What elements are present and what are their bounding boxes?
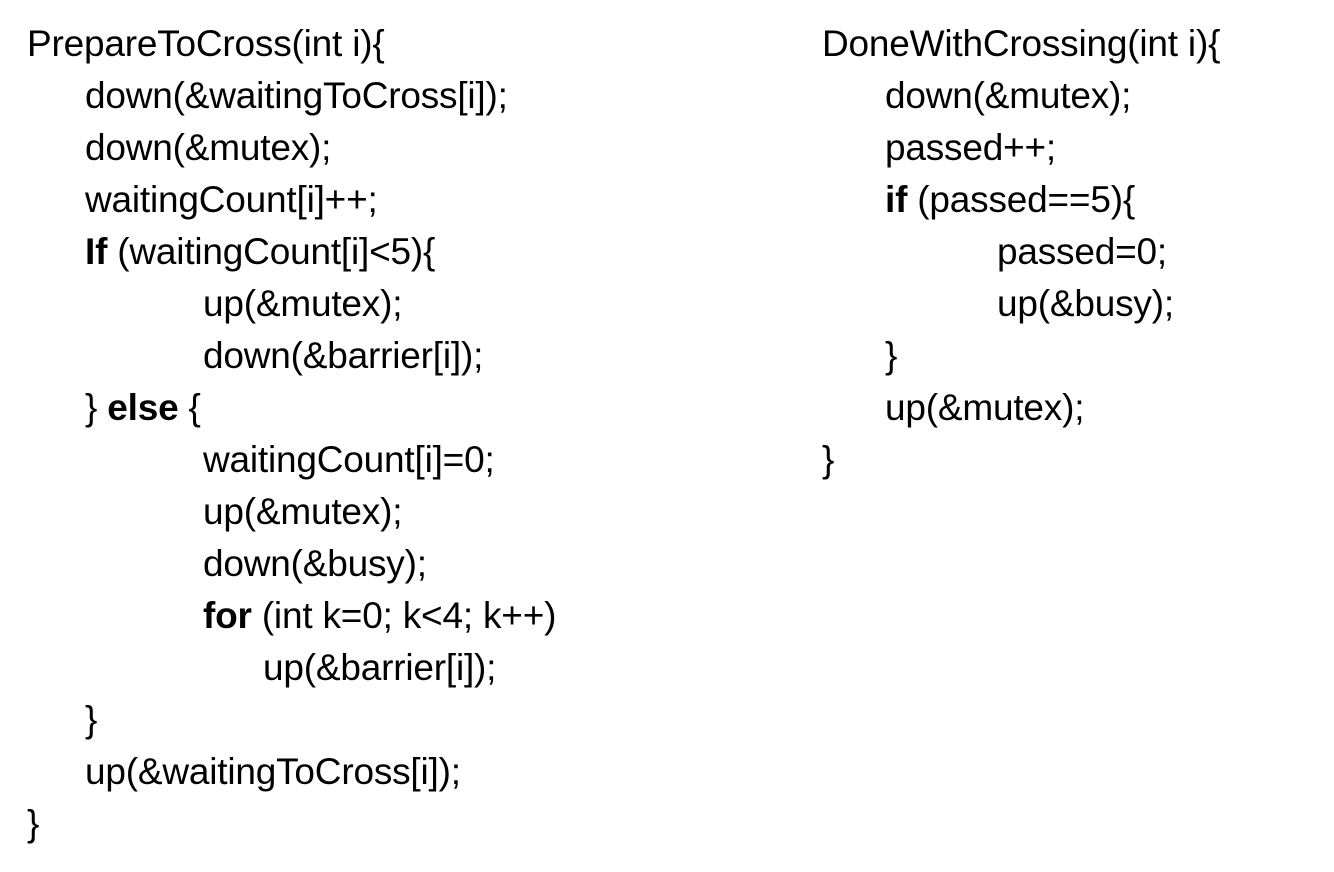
code-text: up(&busy); xyxy=(997,283,1174,324)
code-text: (waitingCount[i]<5){ xyxy=(107,231,436,272)
code-text: down(&mutex); xyxy=(85,127,332,168)
code-text: } xyxy=(27,803,40,844)
code-line: PrepareToCross(int i){ xyxy=(0,18,556,70)
code-text: } xyxy=(822,439,835,480)
code-line: waitingCount[i]++; xyxy=(0,174,556,226)
code-line: waitingCount[i]=0; xyxy=(0,434,556,486)
code-line: up(&mutex); xyxy=(0,278,556,330)
code-text: up(&waitingToCross[i]); xyxy=(85,751,461,792)
code-keyword: for xyxy=(203,595,252,636)
code-line: down(&mutex); xyxy=(0,122,556,174)
code-line: If (waitingCount[i]<5){ xyxy=(0,226,556,278)
code-line: up(&waitingToCross[i]); xyxy=(0,746,556,798)
code-line: down(&mutex); xyxy=(795,70,1220,122)
code-line: up(&mutex); xyxy=(0,486,556,538)
code-text: down(&mutex); xyxy=(885,75,1132,116)
code-keyword: If xyxy=(85,231,108,272)
code-line: } xyxy=(0,694,556,746)
code-line: if (passed==5){ xyxy=(795,174,1220,226)
code-text: down(&waitingToCross[i]); xyxy=(85,75,508,116)
code-line: down(&waitingToCross[i]); xyxy=(0,70,556,122)
code-line: up(&mutex); xyxy=(795,382,1220,434)
code-line: up(&busy); xyxy=(795,278,1220,330)
code-text: } xyxy=(85,387,108,428)
code-text: PrepareToCross(int i){ xyxy=(27,23,385,64)
code-line: passed=0; xyxy=(795,226,1220,278)
code-line: for (int k=0; k<4; k++) xyxy=(0,590,556,642)
code-text: } xyxy=(85,699,98,740)
code-text: waitingCount[i]++; xyxy=(85,179,378,220)
code-block-prepare-to-cross: PrepareToCross(int i){ down(&waitingToCro… xyxy=(0,18,556,850)
code-line: passed++; xyxy=(795,122,1220,174)
code-line: down(&busy); xyxy=(0,538,556,590)
code-line: } else { xyxy=(0,382,556,434)
code-line: down(&barrier[i]); xyxy=(0,330,556,382)
code-line: } xyxy=(795,434,1220,486)
code-text: up(&mutex); xyxy=(203,491,403,532)
code-text: passed++; xyxy=(885,127,1057,168)
code-text: up(&barrier[i]); xyxy=(263,647,497,688)
code-text: (passed==5){ xyxy=(907,179,1135,220)
code-line: DoneWithCrossing(int i){ xyxy=(795,18,1220,70)
code-text: (int k=0; k<4; k++) xyxy=(251,595,557,636)
code-line: } xyxy=(0,798,556,850)
code-text: down(&barrier[i]); xyxy=(203,335,484,376)
code-text: down(&busy); xyxy=(203,543,427,584)
code-text: up(&mutex); xyxy=(203,283,403,324)
code-text: { xyxy=(178,387,201,428)
code-line: } xyxy=(795,330,1220,382)
code-text: passed=0; xyxy=(997,231,1167,272)
code-text: up(&mutex); xyxy=(885,387,1085,428)
code-keyword: if xyxy=(885,179,908,220)
code-text: DoneWithCrossing(int i){ xyxy=(822,23,1221,64)
code-keyword: else xyxy=(107,387,179,428)
code-text: } xyxy=(885,335,898,376)
code-line: up(&barrier[i]); xyxy=(0,642,556,694)
code-text: waitingCount[i]=0; xyxy=(203,439,495,480)
code-block-done-with-crossing: DoneWithCrossing(int i){ down(&mutex); pas… xyxy=(795,18,1220,486)
